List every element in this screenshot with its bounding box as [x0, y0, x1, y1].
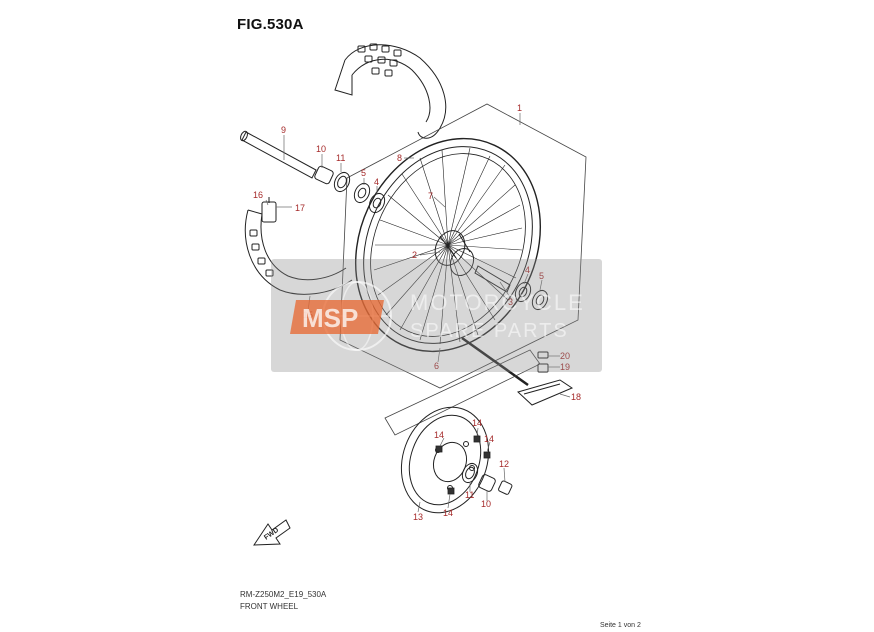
callout-10-upper: 10 [316, 144, 326, 154]
watermark-logo-text: MSP [302, 303, 358, 333]
tire-cutaway-illustration [244, 209, 353, 295]
axle-collar-right [478, 474, 496, 492]
wheel-illustration [354, 137, 542, 353]
drawing-code: RM-Z250M2_E19_530A [240, 590, 327, 599]
oil-seal-left [333, 171, 351, 193]
callout-labels: 1 2 3 4 4 5 5 6 7 8 9 10 10 11 11 12 13 … [253, 103, 581, 522]
callout-8: 8 [397, 153, 402, 163]
callout-19: 19 [560, 362, 570, 372]
callout-16: 16 [253, 190, 263, 200]
wheel-assembly-frame [339, 103, 587, 389]
watermark-band [271, 259, 602, 372]
callout-14-disc-right: 14 [484, 434, 494, 444]
watermark-line-1: MOTORCYCLE [410, 290, 585, 315]
bearing-set-left [353, 182, 386, 214]
callout-12: 12 [499, 459, 509, 469]
brake-disc-frame [384, 349, 541, 436]
drawing-name: FRONT WHEEL [240, 602, 299, 611]
callout-5-right: 5 [539, 271, 544, 281]
rim-lock-parts [261, 197, 277, 223]
callout-11-lower: 11 [465, 490, 474, 500]
wheel-hub [434, 230, 475, 277]
watermark-logo-badge [290, 300, 384, 334]
callout-14-disc-left: 14 [434, 430, 444, 440]
callout-14-disc-bottom: 14 [443, 508, 453, 518]
callout-4-right: 4 [525, 265, 530, 275]
tire-illustration [334, 43, 447, 139]
callout-18: 18 [571, 392, 581, 402]
fwd-direction-arrow: FWD [253, 519, 291, 546]
callout-20: 20 [560, 351, 570, 361]
callout-7: 7 [428, 191, 433, 201]
callout-6: 6 [434, 361, 439, 371]
front-axle [240, 130, 317, 179]
axle-collar-left [314, 165, 334, 185]
watermark: MSP MOTORCYCLE SPARE PARTS [271, 259, 602, 372]
callout-11-upper: 11 [336, 153, 345, 163]
callout-4-left: 4 [374, 177, 379, 187]
page-indicator: Seite 1 von 2 [600, 622, 641, 629]
figure-title: FIG.530A [237, 16, 304, 33]
watermark-line-2: SPARE PARTS [410, 320, 569, 342]
callout-9: 9 [281, 125, 286, 135]
callout-3: 3 [508, 297, 513, 307]
tube-valve-parts [461, 336, 574, 406]
callout-5-left: 5 [361, 168, 366, 178]
callout-1: 1 [517, 103, 522, 113]
callout-10-lower: 10 [481, 499, 491, 509]
oil-seal-right [461, 462, 479, 484]
tire-tread-blocks [357, 43, 402, 77]
callout-2: 2 [412, 250, 417, 260]
callout-13: 13 [413, 512, 423, 522]
callout-14-disc-top: 14 [472, 418, 482, 428]
callout-17: 17 [295, 203, 305, 213]
wheel-spokes [373, 147, 523, 345]
leader-lines [265, 113, 571, 513]
axle-nut [498, 480, 513, 495]
